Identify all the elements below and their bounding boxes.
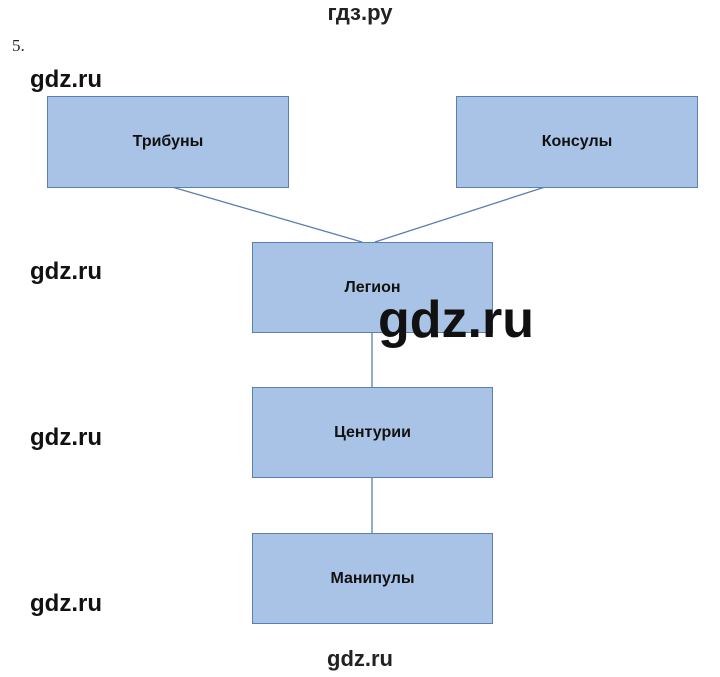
edge-consuls-legion (374, 186, 546, 243)
task-number: 5. (12, 36, 25, 55)
node-consuls: Консулы (456, 96, 698, 188)
site-header: гдз.ру (327, 0, 393, 25)
node-legion: Легион (252, 242, 493, 333)
watermark: gdz.ru (30, 258, 102, 285)
watermark: gdz.ru (30, 590, 102, 617)
node-centuries: Центурии (252, 387, 493, 478)
watermark: gdz.ru (30, 424, 102, 451)
node-tribunes: Трибуны (47, 96, 289, 188)
watermark-large: gdz.ru (378, 291, 534, 349)
node-maniples: Манипулы (252, 533, 493, 624)
watermark: gdz.ru (30, 66, 102, 93)
edge-tribunes-legion (171, 186, 363, 243)
site-footer: gdz.ru (327, 646, 393, 671)
